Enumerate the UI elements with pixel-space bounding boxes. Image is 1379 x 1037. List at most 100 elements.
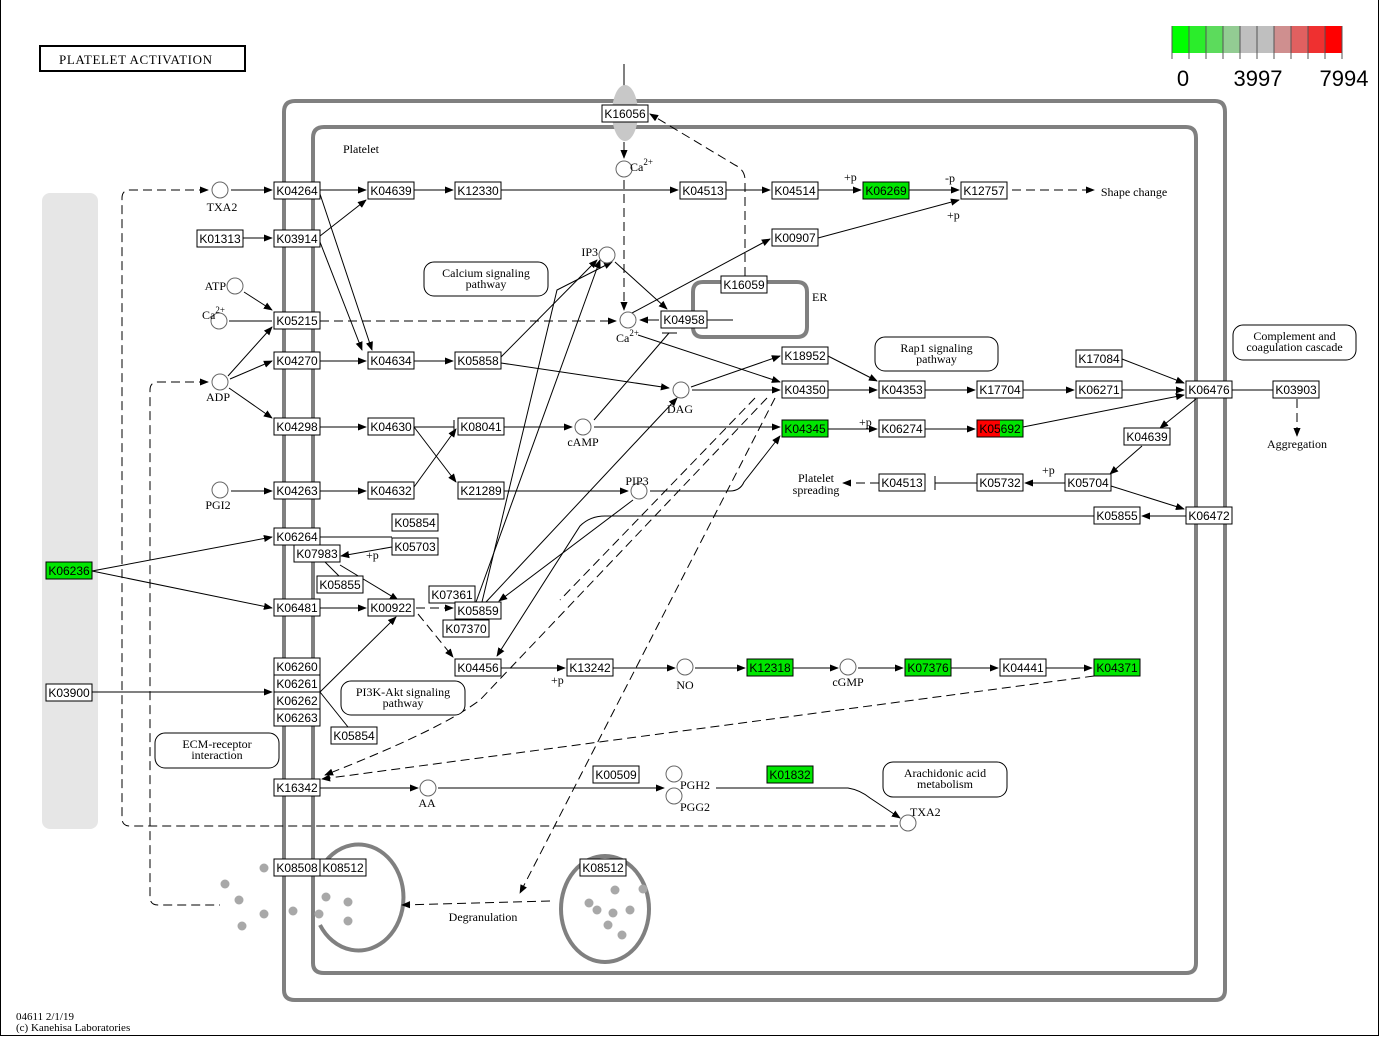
gene-node-k06269[interactable]: K06269 (862, 181, 910, 200)
gene-node-k06481[interactable]: K06481 (273, 598, 321, 617)
gene-node-k06263[interactable]: K06263 (273, 708, 321, 727)
gene-node-k07376[interactable]: K07376 (904, 658, 952, 677)
gene-node-k12330[interactable]: K12330 (454, 181, 502, 200)
compound-node[interactable]: PGH2 (665, 765, 710, 792)
gene-node-k04353[interactable]: K04353 (878, 380, 926, 399)
gene-node-k04270[interactable]: K04270 (273, 351, 321, 370)
gene-node-k03900[interactable]: K03900 (45, 683, 93, 702)
gene-node-k08512[interactable]: K08512 (579, 858, 627, 877)
compound-node[interactable]: PIP3 (625, 474, 649, 500)
gene-node-k12757[interactable]: K12757 (960, 181, 1008, 200)
compound-circle[interactable] (574, 418, 592, 436)
gene-node-k05215[interactable]: K05215 (273, 311, 321, 330)
compound-circle[interactable] (419, 779, 437, 797)
gene-node-k04298[interactable]: K04298 (273, 417, 321, 436)
compound-circle[interactable] (210, 312, 228, 330)
gene-node-k04632[interactable]: K04632 (367, 481, 415, 500)
compound-circle[interactable] (211, 373, 229, 391)
compound-node[interactable]: DAG (667, 381, 693, 416)
gene-node-k21289[interactable]: K21289 (457, 481, 505, 500)
compound-node[interactable]: NO (676, 658, 694, 692)
gene-node-k05703[interactable]: K05703 (391, 537, 439, 556)
gene-node-k07361[interactable]: K07361 (428, 585, 476, 604)
gene-node-k17704[interactable]: K17704 (976, 380, 1024, 399)
gene-node-k01832[interactable]: K01832 (766, 765, 814, 784)
compound-circle[interactable] (899, 814, 917, 832)
compound-circle[interactable] (598, 246, 616, 264)
gene-node-k05855[interactable]: K05855 (316, 575, 364, 594)
gene-node-k04630[interactable]: K04630 (367, 417, 415, 436)
gene-node-k05858[interactable]: K05858 (454, 351, 502, 370)
compound-circle[interactable] (211, 481, 229, 499)
compound-node[interactable]: TXA2 (207, 181, 238, 214)
gene-node-k05855[interactable]: K05855 (1093, 506, 1141, 525)
gene-node-k05854[interactable]: K05854 (391, 513, 439, 532)
gene-node-k08508[interactable]: K08508 (273, 858, 321, 877)
gene-node-k17084[interactable]: K17084 (1075, 349, 1123, 368)
compound-node[interactable]: IP3 (581, 245, 616, 264)
gene-node-k08512[interactable]: K08512 (319, 858, 367, 877)
compound-circle[interactable] (615, 160, 633, 178)
compound-node[interactable]: Ca2+ (202, 305, 228, 330)
compound-circle[interactable] (211, 181, 229, 199)
gene-node-k04634[interactable]: K04634 (367, 351, 415, 370)
gene-node-k04264[interactable]: K04264 (273, 181, 321, 200)
gene-node-k06472[interactable]: K06472 (1185, 506, 1233, 525)
compound-node[interactable]: ADP (206, 373, 230, 404)
gene-node-k04350[interactable]: K04350 (781, 380, 829, 399)
gene-node-k04639[interactable]: K04639 (367, 181, 415, 200)
compound-node[interactable]: cGMP (832, 658, 864, 689)
gene-node-k04513[interactable]: K04513 (679, 181, 727, 200)
gene-node-k00509[interactable]: K00509 (592, 765, 640, 784)
compound-node[interactable]: Ca2+ (615, 157, 653, 178)
compound-node[interactable]: PGI2 (205, 481, 231, 512)
compound-circle[interactable] (226, 277, 244, 295)
gene-node-k03903[interactable]: K03903 (1272, 380, 1320, 399)
gene-node-k13242[interactable]: K13242 (566, 658, 614, 677)
gene-node-k05732[interactable]: K05732 (976, 473, 1024, 492)
compound-node[interactable]: ATP (205, 277, 244, 295)
gene-node-k05854[interactable]: K05854 (330, 726, 378, 745)
gene-node-k06236[interactable]: K06236 (45, 561, 93, 580)
gene-node-k06264[interactable]: K06264 (273, 527, 321, 546)
gene-node-k00907[interactable]: K00907 (771, 228, 819, 247)
gene-node-k04513[interactable]: K04513 (878, 473, 926, 492)
gene-node-k06261[interactable]: K06261 (273, 674, 321, 693)
gene-node-k12318[interactable]: K12318 (746, 658, 794, 677)
gene-node-k04514[interactable]: K04514 (771, 181, 819, 200)
gene-node-k04639[interactable]: K04639 (1123, 427, 1171, 446)
compound-node[interactable]: cAMP (567, 418, 599, 449)
compound-node[interactable]: TXA2 (899, 805, 941, 832)
gene-node-k06262[interactable]: K06262 (273, 691, 321, 710)
compound-node[interactable]: AA (418, 779, 437, 810)
gene-node-k06274[interactable]: K06274 (878, 419, 926, 438)
gene-node-k06260[interactable]: K06260 (273, 657, 321, 676)
gene-node-k05859[interactable]: K05859 (454, 601, 502, 620)
compound-circle[interactable] (672, 381, 690, 399)
gene-node-k06476[interactable]: K06476 (1185, 380, 1233, 399)
gene-node-k04263[interactable]: K04263 (273, 481, 321, 500)
gene-node-k04456[interactable]: K04456 (454, 658, 502, 677)
gene-node-k00922[interactable]: K00922 (367, 598, 415, 617)
gene-node-k05704[interactable]: K05704 (1064, 473, 1112, 492)
gene-node-k08041[interactable]: K08041 (457, 417, 505, 436)
gene-node-k04345[interactable]: K04345 (781, 419, 829, 438)
compound-circle[interactable] (839, 658, 857, 676)
gene-node-k06271[interactable]: K06271 (1075, 380, 1123, 399)
gene-node-k04441[interactable]: K04441 (999, 658, 1047, 677)
compound-circle[interactable] (630, 482, 648, 500)
gene-node-k04958[interactable]: K04958 (660, 310, 708, 329)
gene-node-k03914[interactable]: K03914 (273, 229, 321, 248)
gene-node-k16059[interactable]: K16059 (720, 275, 768, 294)
gene-node-k07983[interactable]: K07983 (293, 544, 341, 563)
gene-node-k04371[interactable]: K04371 (1093, 658, 1141, 677)
gene-node-k07370[interactable]: K07370 (442, 619, 490, 638)
compound-circle[interactable] (665, 765, 683, 783)
compound-circle[interactable] (676, 658, 694, 676)
gene-node-k05692[interactable]: K05692 (976, 419, 1024, 438)
